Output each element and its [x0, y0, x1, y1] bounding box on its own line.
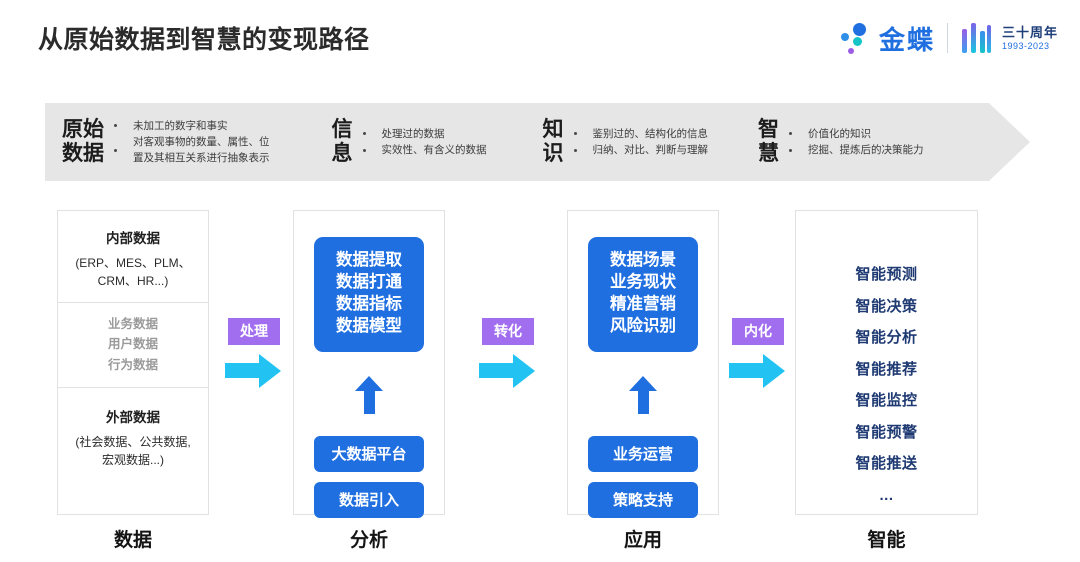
analysis-pill[interactable]: 大数据平台: [314, 435, 424, 472]
bullet-dot-icon: [573, 148, 577, 152]
banner-segment-bullets: 鉴别过的、结构化的信息 归纳、对比、判断与理解: [573, 126, 709, 159]
column-data: 内部数据 (ERP、MES、PLM、 CRM、HR...) 业务数据 用户数据 …: [57, 210, 209, 515]
analysis-main-box[interactable]: 数据提取 数据打通 数据指标 数据模型: [314, 237, 424, 352]
data-category-item: 行为数据: [107, 357, 158, 372]
bullet-dot-icon: [362, 148, 366, 152]
external-data-block: 外部数据 (社会数据、公共数据, 宏观数据...): [58, 388, 208, 481]
banner-segment-bullets: 未加工的数字和事实 对客观事物的数量、属性、位 置及其相互关系进行抽象表示: [114, 118, 270, 167]
banner-bullet-text: 归纳、对比、判断与理解: [592, 144, 709, 156]
application-pill-group: 业务运营 策略支持: [568, 435, 718, 518]
intelligence-item: 智能推送: [855, 455, 918, 472]
anniversary-text: 三十周年 1993-2023: [1002, 25, 1058, 52]
connector-internalization: 内化: [726, 318, 790, 388]
internal-data-title: 内部数据: [106, 231, 160, 246]
intelligence-item: 智能推荐: [855, 360, 918, 378]
banner-bullet-text: 挖掘、提炼后的决策能力: [808, 144, 924, 156]
intelligence-item: 智能预警: [855, 423, 918, 441]
kingdee-logo: 金蝶 三十周年 1993-2023: [839, 18, 1058, 58]
external-data-subtitle: (社会数据、公共数据, 宏观数据...): [75, 434, 191, 467]
banner-segment-information: 信 息 处理过的数据 实效性、有含义的数据: [332, 103, 487, 181]
banner-segment-bullets: 价值化的知识 挖掘、提炼后的决策能力: [789, 126, 924, 159]
banner-bullet-text: 对客观事物的数量、属性、位 置及其相互关系进行抽象表示: [133, 135, 270, 165]
banner-bullet-text: 鉴别过的、结构化的信息: [592, 127, 709, 140]
bullet-dot-icon: [789, 132, 792, 136]
banner-bullet-text: 价值化的知识: [808, 127, 871, 140]
banner-bullet-text: 处理过的数据: [381, 127, 445, 140]
banner-segment-title: 智 慧: [758, 117, 779, 165]
external-data-title: 外部数据: [106, 409, 160, 425]
connector-processing: 处理: [222, 318, 286, 388]
column-intelligence: 智能预测 智能决策 智能分析 智能推荐 智能监控 智能预警 智能推送 ...: [795, 210, 978, 515]
arrow-right-icon: [479, 354, 537, 388]
arrow-up-icon: [629, 375, 657, 414]
banner-segment-wisdom: 智 慧 价值化的知识 挖掘、提炼后的决策能力: [758, 103, 924, 181]
logo-dots-icon: [839, 20, 873, 56]
logo-divider: [946, 23, 948, 53]
bullet-dot-icon: [114, 148, 117, 152]
banner-segment-bullets: 处理过的数据 实效性、有含义的数据: [362, 126, 487, 159]
page-title: 从原始数据到智慧的变现路径: [38, 26, 370, 54]
intelligence-list: 智能预测 智能决策 智能分析 智能推荐 智能监控 智能预警 智能推送 ...: [796, 211, 977, 511]
bullet-dot-icon: [573, 132, 577, 136]
banner-segment-knowledge: 知 识 鉴别过的、结构化的信息 归纳、对比、判断与理解: [543, 103, 709, 181]
bullet-dot-icon: [114, 124, 117, 128]
connector-transformation: 转化: [476, 318, 540, 388]
data-category-item: 业务数据: [107, 317, 158, 331]
footer-label-application: 应用: [623, 530, 662, 551]
intelligence-item: 智能分析: [855, 329, 918, 346]
connector-label: 转化: [482, 318, 534, 345]
analysis-pill[interactable]: 数据引入: [314, 481, 424, 518]
banner-segment-raw-data: 原始 数据 未加工的数字和事实 对客观事物的数量、属性、位 置及其相互关系进行抽…: [62, 103, 270, 181]
anniversary-mark-icon: [960, 21, 994, 55]
anniversary-years: 1993-2023: [1001, 41, 1050, 52]
footer-label-intelligence: 智能: [867, 530, 906, 551]
intelligence-item: 智能决策: [855, 297, 918, 315]
dikw-arrow-banner: 原始 数据 未加工的数字和事实 对客观事物的数量、属性、位 置及其相互关系进行抽…: [45, 103, 1030, 181]
banner-bullet-text: 未加工的数字和事实: [133, 119, 228, 132]
analysis-pill-group: 大数据平台 数据引入: [294, 435, 444, 518]
bullet-dot-icon: [789, 148, 792, 152]
banner-segment-title: 知 识: [542, 117, 564, 165]
banner-segment-title: 信 息: [331, 117, 353, 165]
connector-label: 内化: [732, 318, 784, 345]
arrow-right-icon: [225, 354, 283, 388]
intelligence-ellipsis: ...: [879, 486, 894, 504]
application-main-box[interactable]: 数据场景 业务现状 精准营销 风险识别: [588, 237, 698, 352]
intelligence-item: 智能预测: [855, 266, 918, 283]
arrow-up-icon: [355, 375, 383, 414]
column-application: 数据场景 业务现状 精准营销 风险识别 业务运营 策略支持: [567, 210, 719, 518]
bullet-dot-icon: [362, 132, 366, 136]
application-pill[interactable]: 策略支持: [588, 481, 698, 518]
arrow-right-icon: [729, 354, 787, 388]
internal-data-block: 内部数据 (ERP、MES、PLM、 CRM、HR...): [58, 211, 208, 302]
footer-label-data: 数据: [113, 530, 152, 551]
intelligence-item: 智能监控: [855, 392, 918, 409]
data-category-item: 用户数据: [107, 337, 158, 352]
application-pill[interactable]: 业务运营: [588, 435, 698, 472]
anniversary-label: 三十周年: [1001, 24, 1058, 40]
footer-label-analysis: 分析: [349, 530, 388, 551]
banner-segment-title: 原始 数据: [62, 117, 104, 165]
data-categories-block: 业务数据 用户数据 行为数据: [58, 302, 208, 388]
column-analysis: 数据提取 数据打通 数据指标 数据模型 大数据平台 数据引入: [293, 210, 445, 518]
internal-data-subtitle: (ERP、MES、PLM、 CRM、HR...): [75, 256, 191, 288]
banner-bullet-text: 实效性、有含义的数据: [381, 144, 487, 156]
connector-label: 处理: [228, 318, 280, 345]
logo-brand-text: 金蝶: [878, 24, 935, 55]
